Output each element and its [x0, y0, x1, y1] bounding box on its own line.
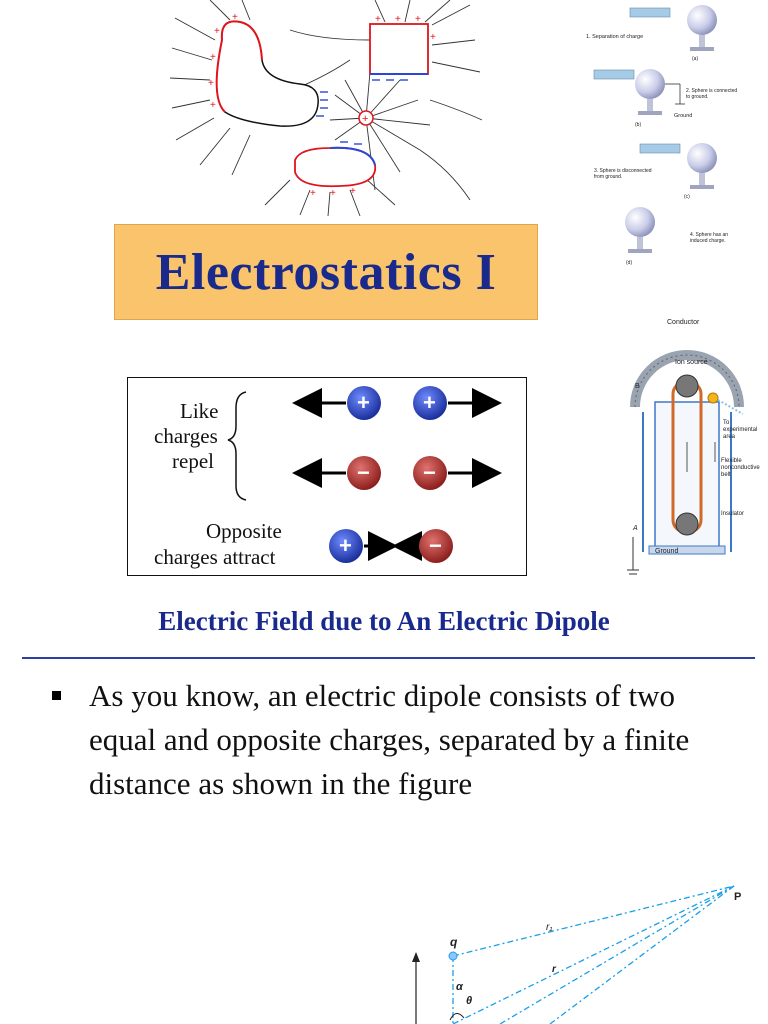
- svg-text:+: +: [395, 14, 401, 25]
- svg-text:Insulator: Insulator: [721, 511, 744, 517]
- svg-text:Conductor: Conductor: [667, 319, 700, 326]
- svg-text:+: +: [375, 14, 381, 25]
- bullet-text: As you know, an electric dipole consists…: [89, 678, 690, 801]
- dipole-lines: [452, 885, 735, 1024]
- bottom-conductor: [294, 146, 377, 188]
- svg-text:+: +: [330, 188, 336, 199]
- svg-text:A: A: [632, 525, 638, 532]
- svg-text:area: area: [723, 434, 736, 440]
- charge-q: [448, 951, 458, 961]
- svg-text:(b): (b): [635, 122, 641, 128]
- svg-text:−: −: [357, 460, 370, 485]
- svg-text:To: To: [723, 420, 730, 426]
- svg-text:(d): (d): [626, 260, 632, 266]
- dipole-svg: q P r₁ r α θ: [412, 885, 741, 1024]
- generator-svg: Conductor Ion source B A To experimental…: [627, 319, 760, 575]
- svg-text:(c): (c): [684, 194, 690, 200]
- svg-text:belt: belt: [721, 472, 731, 478]
- like-label-3: repel: [172, 449, 214, 473]
- plus-marks: + + + + + + + + + + + +: [208, 12, 436, 199]
- svg-text:experimental: experimental: [723, 427, 757, 433]
- page-title: Electrostatics I: [155, 243, 497, 301]
- svg-text:Ground: Ground: [674, 113, 692, 119]
- svg-text:Flexible: Flexible: [721, 458, 742, 464]
- svg-text:+: +: [210, 52, 216, 63]
- like-label-2: charges: [154, 424, 218, 448]
- field-lines-svg: + + + + + + + + + + + + +: [170, 0, 483, 217]
- positive-charge: [329, 529, 363, 563]
- positive-charge: [413, 386, 447, 420]
- bullet-marker: [52, 691, 61, 700]
- opposite-label-2: charges attract: [154, 545, 276, 569]
- heading-divider: [22, 657, 755, 659]
- negative-charge: [413, 456, 447, 490]
- induction-figure: 1. Separation of charge (a) 2. Sphere is…: [580, 0, 740, 272]
- label-theta: θ: [466, 995, 472, 1007]
- svg-text:+: +: [423, 390, 436, 415]
- svg-text:+: +: [214, 26, 220, 37]
- title-banner: Electrostatics I: [114, 224, 538, 320]
- induction-svg: 1. Separation of charge (a) 2. Sphere is…: [586, 5, 737, 266]
- field-lines-figure: + + + + + + + + + + + + +: [170, 0, 490, 218]
- positive-charge: [347, 386, 381, 420]
- svg-text:+: +: [350, 186, 356, 197]
- label-p: P: [734, 891, 741, 903]
- label-alpha: α: [456, 981, 464, 993]
- svg-text:+: +: [210, 100, 216, 111]
- svg-text:Ground: Ground: [655, 548, 678, 555]
- svg-text:4. Sphere has an: 4. Sphere has an: [690, 232, 728, 238]
- svg-text:+: +: [362, 113, 368, 125]
- svg-text:−: −: [429, 533, 442, 558]
- label-q: q: [450, 935, 458, 949]
- svg-text:+: +: [339, 533, 352, 558]
- opposite-label-1: Opposite: [206, 519, 282, 543]
- svg-text:+: +: [232, 12, 238, 23]
- svg-text:to ground.: to ground.: [686, 94, 709, 100]
- charges-box: Like charges repel Opposite charges attr…: [127, 377, 527, 576]
- brace: [227, 391, 247, 501]
- svg-text:B: B: [635, 383, 640, 390]
- svg-text:+: +: [208, 78, 214, 89]
- svg-text:(a): (a): [692, 56, 698, 62]
- label-r: r: [552, 964, 557, 975]
- svg-text:2. Sphere is connected: 2. Sphere is connected: [686, 88, 737, 94]
- svg-text:nonconductive: nonconductive: [721, 465, 760, 471]
- negative-charge: [347, 456, 381, 490]
- field-lines: [170, 0, 483, 217]
- svg-text:+: +: [357, 390, 370, 415]
- svg-text:+: +: [430, 32, 436, 43]
- svg-text:1. Separation of charge: 1. Separation of charge: [586, 34, 643, 40]
- like-label-1: Like: [180, 399, 218, 423]
- generator-figure: Conductor Ion source B A To experimental…: [615, 312, 768, 580]
- minus-marks: [316, 79, 408, 145]
- charges-svg: Like charges repel Opposite charges attr…: [154, 386, 502, 569]
- center-charge: [358, 110, 374, 126]
- svg-text:Ion source: Ion source: [675, 359, 708, 366]
- svg-text:from ground.: from ground.: [594, 174, 622, 180]
- svg-text:+: +: [415, 14, 421, 25]
- svg-text:+: +: [310, 188, 316, 199]
- svg-text:3. Sphere is disconnected: 3. Sphere is disconnected: [594, 168, 652, 174]
- svg-text:−: −: [423, 460, 436, 485]
- dipole-figure: q P r₁ r α θ: [400, 880, 768, 1024]
- negative-charge: [419, 529, 453, 563]
- label-r1: r₁: [546, 922, 552, 933]
- left-conductor: [215, 20, 319, 127]
- svg-text:induced charge.: induced charge.: [690, 238, 726, 244]
- right-conductor: [369, 23, 429, 75]
- section-heading: Electric Field due to An Electric Dipole: [158, 606, 610, 636]
